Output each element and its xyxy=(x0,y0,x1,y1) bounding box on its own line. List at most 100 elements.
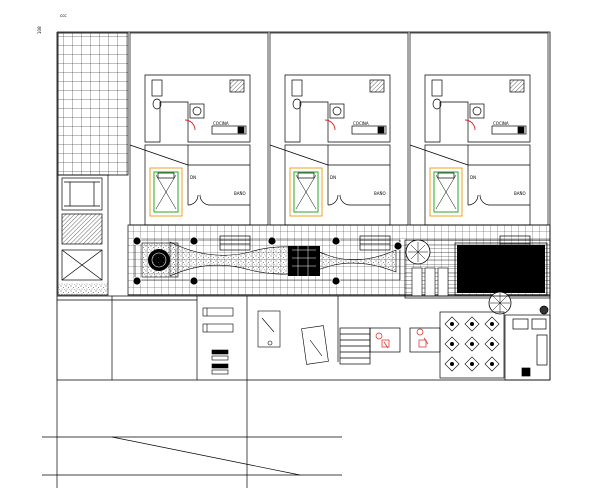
sink-icon xyxy=(329,103,345,119)
bed-icon xyxy=(153,171,179,213)
tree-icon xyxy=(189,276,199,286)
table-center-icon xyxy=(450,322,454,326)
unit-2-bath-label: BAÑO xyxy=(374,191,386,196)
table-center-icon xyxy=(450,362,454,366)
bed-frame xyxy=(289,167,323,217)
stair-line xyxy=(129,144,189,166)
tree-icon xyxy=(189,236,199,246)
unit-2-stair-label: DN xyxy=(330,175,337,180)
title-block xyxy=(42,296,342,488)
sink-icon xyxy=(469,103,485,119)
unit-2-room-label: COCINA xyxy=(353,121,369,126)
bed-cross xyxy=(295,174,317,210)
door-swing-icon xyxy=(324,119,336,131)
tree-icon xyxy=(132,276,142,286)
sink-basin-icon xyxy=(472,106,482,116)
interior-walls xyxy=(187,145,250,206)
sink-basin-icon xyxy=(332,106,342,116)
trees xyxy=(132,236,403,286)
pillow-icon xyxy=(157,172,175,179)
table-center-icon xyxy=(490,342,494,346)
double-door-icon xyxy=(327,194,351,206)
side-code: 108 xyxy=(37,26,42,34)
dining-frame xyxy=(439,311,505,379)
toilet-bowl-icon xyxy=(292,98,302,110)
table-center-icon xyxy=(470,322,474,326)
site-boundary xyxy=(56,31,551,381)
stove-icon xyxy=(377,126,385,134)
stair-line xyxy=(269,144,329,166)
toilet-bowl-icon xyxy=(152,98,162,110)
unit-frame xyxy=(129,32,269,226)
table-center-icon xyxy=(490,322,494,326)
kitchen-counter xyxy=(211,125,247,135)
stove-icon xyxy=(237,126,245,134)
toilet-icon xyxy=(431,79,443,97)
bed-icon xyxy=(433,171,459,213)
bench xyxy=(359,235,391,251)
pillow-icon xyxy=(437,172,455,179)
unit-bedroom-block xyxy=(144,144,251,226)
left-tiled-walkway xyxy=(57,32,129,176)
tree-icon xyxy=(331,236,341,246)
double-door-icon xyxy=(187,194,211,206)
unit-3-bath-label: BAÑO xyxy=(514,191,526,196)
unit-bedroom-block xyxy=(424,144,531,226)
bed-cross xyxy=(435,174,457,210)
kitchen-counter xyxy=(491,125,527,135)
unit-frame xyxy=(269,32,409,226)
unit-3-stair-label: DN xyxy=(470,175,477,180)
unit-frame xyxy=(409,32,549,226)
bed-frame xyxy=(429,167,463,217)
bed-frame xyxy=(149,167,183,217)
sink-basin-icon xyxy=(192,106,202,116)
pillow-icon xyxy=(297,172,315,179)
toilet-bowl-icon xyxy=(432,98,442,110)
table-center-icon xyxy=(490,362,494,366)
stair-line xyxy=(409,144,469,166)
garden-paths xyxy=(134,239,401,281)
table-center-icon xyxy=(470,342,474,346)
housing-units xyxy=(129,32,549,251)
interior-walls xyxy=(327,145,390,206)
unit-bedroom-block xyxy=(284,144,391,226)
pool-area xyxy=(404,239,551,315)
fridge-icon xyxy=(509,79,525,93)
housing-unit-1 xyxy=(129,32,269,251)
unit-upper-rooms xyxy=(284,74,391,143)
unit-1-bath-label: BAÑO xyxy=(234,191,246,196)
interior-walls xyxy=(467,145,530,206)
header-code: ccc xyxy=(60,13,67,18)
door-swing-icon xyxy=(184,119,196,131)
unit-1-stair-label: DN xyxy=(190,175,197,180)
double-door-icon xyxy=(467,194,491,206)
fridge-icon xyxy=(229,79,245,93)
stove-icon xyxy=(517,126,525,134)
tree-icon xyxy=(393,241,403,251)
fridge-icon xyxy=(369,79,385,93)
table-center-icon xyxy=(470,362,474,366)
tree-icon xyxy=(132,236,142,246)
bench xyxy=(219,235,251,251)
toilet-icon xyxy=(291,79,303,97)
lounge-furniture xyxy=(202,307,329,375)
kitchen-counter xyxy=(351,125,387,135)
housing-unit-2 xyxy=(269,32,409,251)
unit-1-room-label: COCINA xyxy=(213,121,229,126)
service-block xyxy=(339,327,441,365)
unit-upper-rooms xyxy=(424,74,531,143)
unit-upper-rooms xyxy=(144,74,251,143)
housing-unit-3 xyxy=(409,32,549,251)
table-center-icon xyxy=(450,342,454,346)
lower-zone xyxy=(57,295,550,380)
door-swing-icon xyxy=(464,119,476,131)
tree-icon xyxy=(331,276,341,286)
toilet-icon xyxy=(151,79,163,97)
tree-icon xyxy=(267,236,277,246)
dining-area xyxy=(439,311,505,379)
bed-icon xyxy=(293,171,319,213)
sink-icon xyxy=(189,103,205,119)
bed-cross xyxy=(155,174,177,210)
unit-3-room-label: COCINA xyxy=(493,121,509,126)
